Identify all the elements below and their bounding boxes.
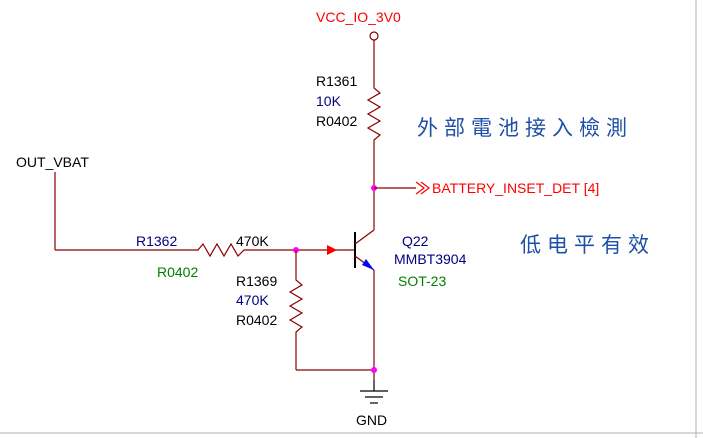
q22-collector-leg bbox=[354, 229, 375, 245]
vcc-power-circle-icon bbox=[369, 31, 379, 41]
r1362-ref: R1362 bbox=[136, 233, 177, 249]
r1369-value: 470K bbox=[236, 292, 269, 308]
active-low-annotation: 低电平有效 bbox=[520, 233, 655, 257]
vcc-label: VCC_IO_3V0 bbox=[316, 9, 401, 25]
out-vbat-label: OUT_VBAT bbox=[16, 154, 89, 170]
r1361-resistor-icon bbox=[366, 80, 382, 148]
r1361-ref: R1361 bbox=[316, 73, 357, 89]
r1362-value: 470K bbox=[236, 233, 269, 249]
r1362-resistor-icon bbox=[190, 242, 252, 258]
r1361-footprint: R0402 bbox=[316, 113, 357, 129]
junction-ground bbox=[371, 367, 377, 373]
r1369-footprint: R0402 bbox=[236, 312, 277, 328]
net-flag-arrow-icon bbox=[415, 181, 425, 195]
gnd-label: GND bbox=[356, 412, 387, 428]
r1362-footprint: R0402 bbox=[157, 264, 198, 280]
q22-ref: Q22 bbox=[402, 233, 429, 249]
q22-part: MMBT3904 bbox=[394, 251, 467, 267]
detect-annotation: 外部電池接入檢測 bbox=[417, 116, 633, 140]
r1369-resistor-icon bbox=[288, 272, 304, 340]
base-arrow-icon bbox=[327, 245, 337, 255]
output-net-label: BATTERY_INSET_DET [4] bbox=[432, 180, 599, 196]
q22-package: SOT-23 bbox=[398, 273, 446, 289]
r1361-value: 10K bbox=[316, 93, 342, 109]
net-flag-arrow-icon-2 bbox=[420, 181, 430, 195]
q22-emitter-arrow-icon bbox=[362, 259, 374, 270]
r1369-ref: R1369 bbox=[236, 273, 277, 289]
